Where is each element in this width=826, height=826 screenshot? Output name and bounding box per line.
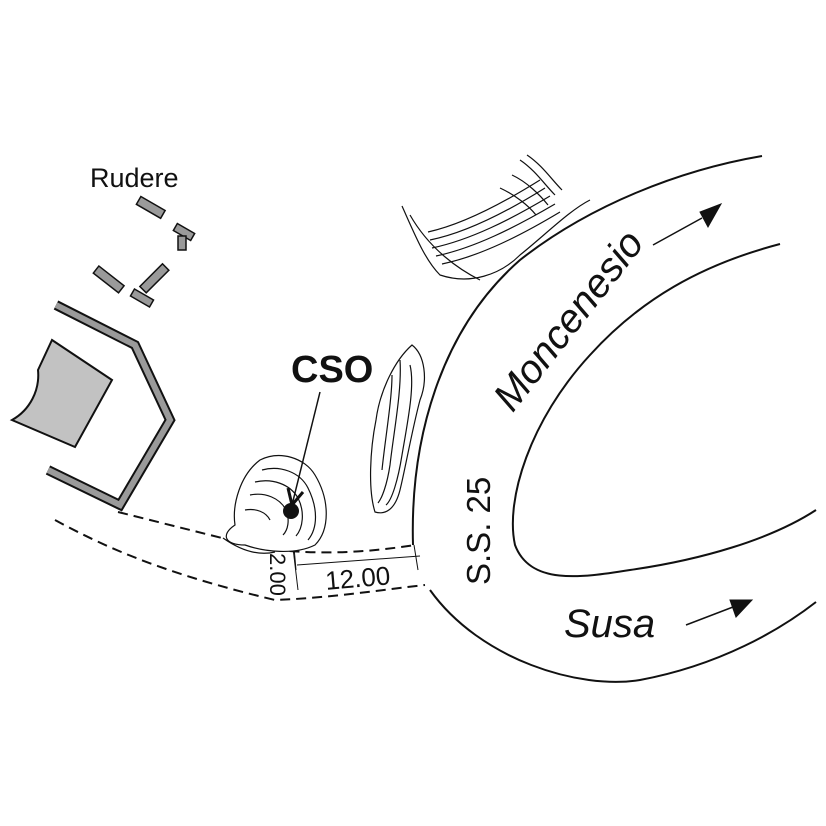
dimension-width-label: 2.00 xyxy=(265,553,290,596)
road-direction-label-lower: Susa xyxy=(564,602,656,646)
building-block xyxy=(9,338,114,449)
road-ss25 xyxy=(411,155,817,683)
location-dot-icon xyxy=(283,503,299,519)
terrain-slope-north xyxy=(401,154,591,281)
building-wall xyxy=(45,300,176,512)
cso-marker xyxy=(283,391,321,519)
terrain-ridge xyxy=(370,344,426,514)
cso-mound xyxy=(222,455,327,554)
dimension-length-label: 12.00 xyxy=(324,560,392,596)
arrow-northeast-icon xyxy=(652,203,723,246)
arrow-east-icon xyxy=(685,599,754,626)
ruin-outline xyxy=(92,195,196,308)
road-code-label: S.S. 25 xyxy=(460,476,497,585)
cso-label: CSO xyxy=(291,349,374,391)
ruin-label: Rudere xyxy=(90,163,179,193)
